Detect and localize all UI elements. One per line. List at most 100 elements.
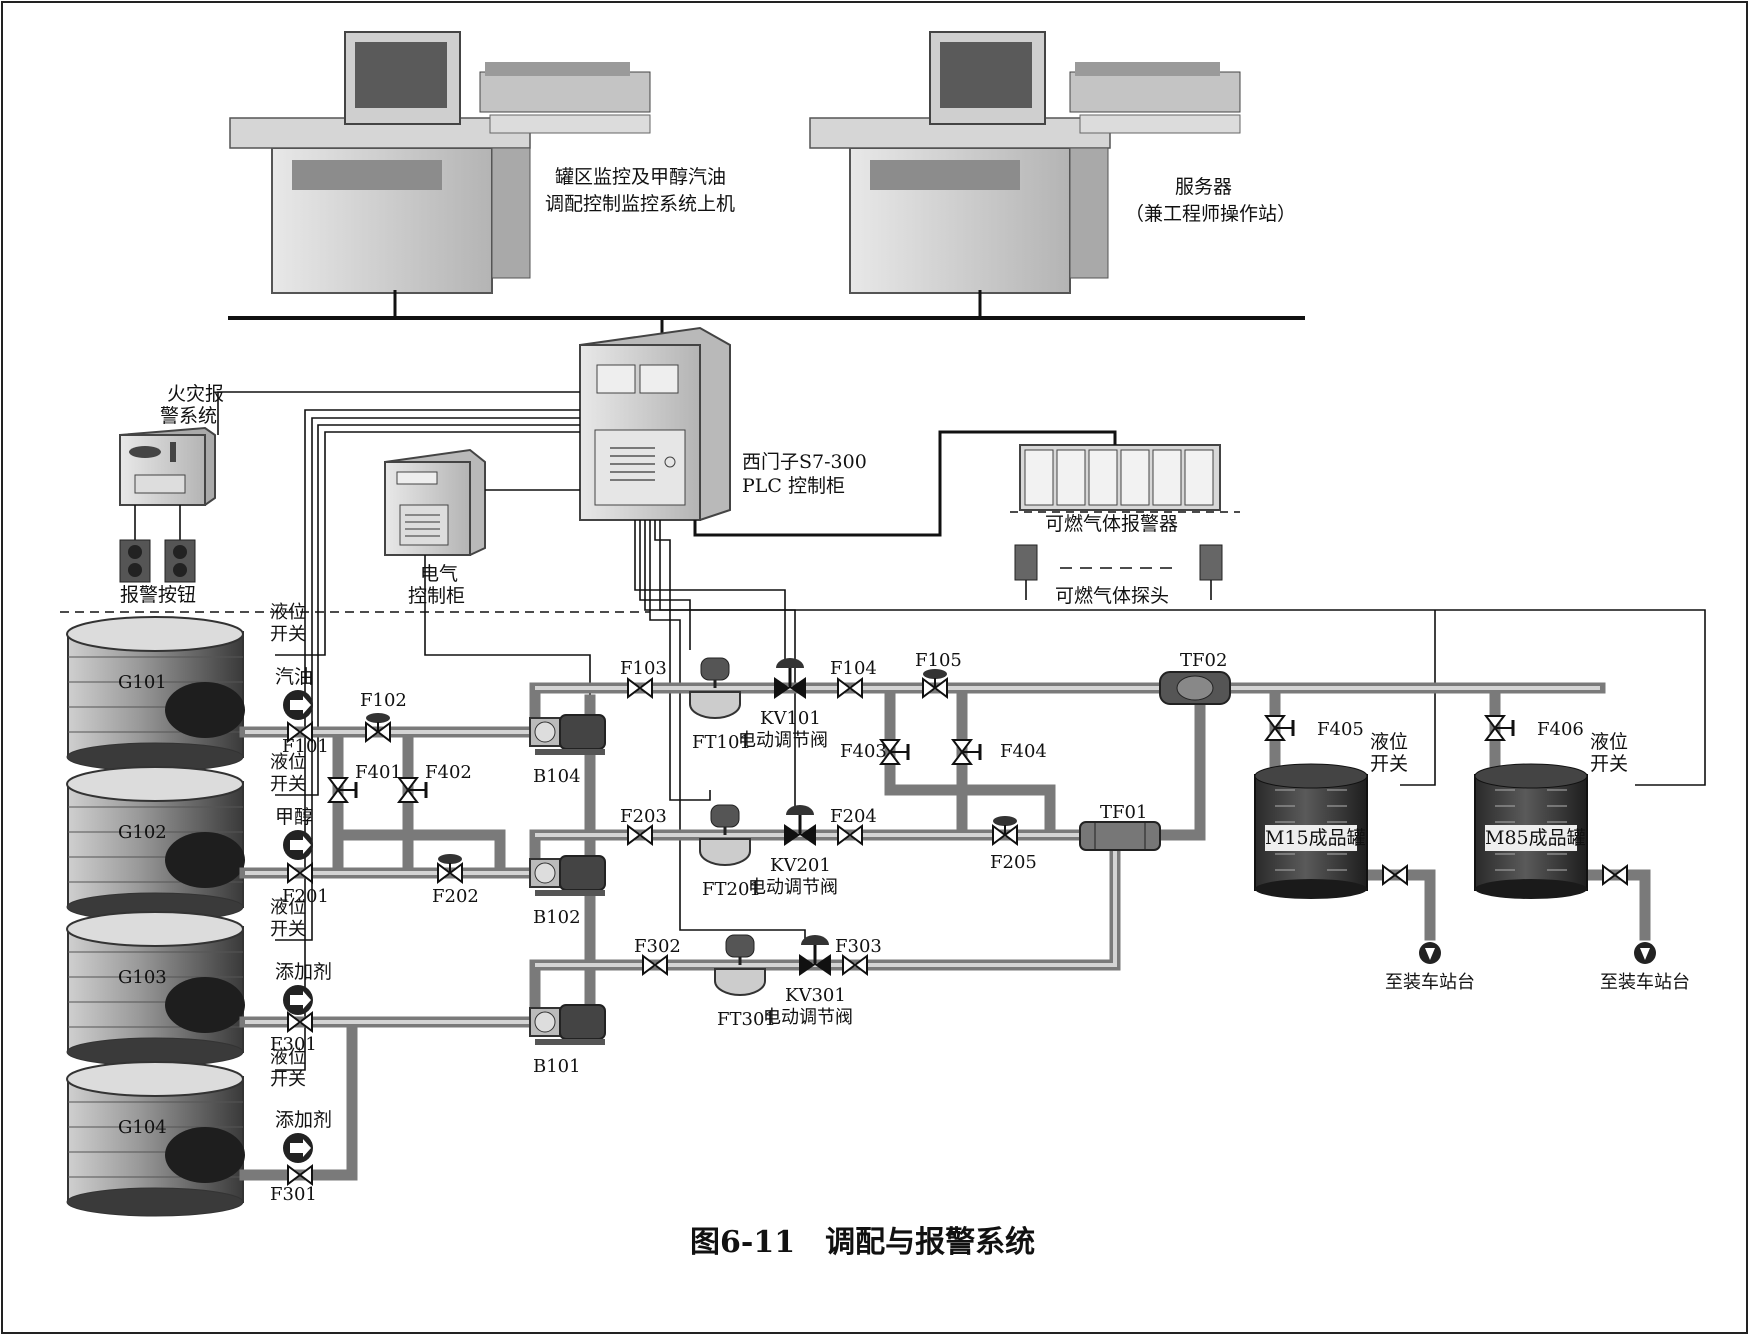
product-tank-1	[1254, 763, 1368, 899]
filter-TF02	[1159, 671, 1231, 705]
tank-material-label: 汽油	[275, 666, 313, 688]
hand-valve-F201	[287, 862, 313, 884]
hand-valve-label: F102	[360, 690, 407, 711]
flowmeter-FT201	[699, 804, 751, 866]
hand-valve-label: F104	[830, 658, 877, 679]
hand-valve-F405	[1264, 715, 1295, 741]
electric-label-line1: 电气	[420, 563, 458, 585]
host-computer-console	[229, 31, 651, 294]
level-switch-label-1: 液位	[270, 602, 306, 623]
hand-valve-label: F103	[620, 658, 667, 679]
hand-valve-F402	[397, 777, 428, 803]
flowmeter-label: FT201	[702, 879, 761, 900]
pump-B104	[529, 714, 606, 755]
fire-label-line2: 警系统	[160, 405, 217, 427]
level-switch-label-1: 液位	[270, 897, 306, 918]
hand-valve-F102	[365, 713, 391, 743]
hand-valve-label: F302	[634, 936, 681, 957]
level-switch-label-2: 开关	[270, 624, 306, 645]
hand-valve-F101	[287, 721, 313, 743]
tank-id-label: G102	[118, 822, 167, 843]
hand-valve-label: F403	[840, 741, 887, 762]
control-valve-type-label: 电动调节阀	[748, 877, 838, 898]
hand-valve-F103	[627, 677, 653, 699]
hand-valve-label: F404	[1000, 741, 1047, 762]
control-valve-type-label: 电动调节阀	[763, 1007, 853, 1028]
flow-direction-icon	[283, 830, 313, 860]
hand-valve-F104	[837, 677, 863, 699]
server-computer-console	[809, 31, 1241, 294]
host-label-line1: 罐区监控及甲醇汽油	[555, 166, 726, 188]
flowmeter-label: FT101	[692, 732, 751, 753]
product-tank-label: M85成品罐	[1485, 827, 1586, 849]
hand-valve-F302	[642, 954, 668, 976]
level-switch-label-2: 开关	[270, 1069, 306, 1090]
control-valve-label: KV301	[785, 985, 846, 1006]
hand-valve-label: F203	[620, 806, 667, 827]
hand-valve-F303	[842, 954, 868, 976]
control-valve-label: KV101	[760, 708, 821, 729]
hand-valve-label: F205	[990, 852, 1037, 873]
hand-valve-label: F201	[282, 886, 329, 907]
outlet-valve	[1602, 864, 1628, 886]
hand-valve-label: F301	[270, 1034, 317, 1055]
loading-station-arrow-icon	[1634, 942, 1656, 964]
product-level-label-2: 开关	[1370, 753, 1408, 775]
hand-valve-label: F401	[355, 762, 402, 783]
hand-valve-label: F402	[425, 762, 472, 783]
flow-direction-icon	[283, 690, 313, 720]
pump-B102	[529, 855, 606, 896]
electric-cabinet	[384, 448, 486, 556]
product-level-label-1: 液位	[1590, 731, 1628, 753]
plc-cabinet	[579, 326, 731, 521]
product-level-label-2: 开关	[1590, 753, 1628, 775]
hand-valve-label: F202	[432, 886, 479, 907]
hand-valve-label: F101	[282, 736, 329, 757]
product-level-label-1: 液位	[1370, 731, 1408, 753]
hand-valve-F203	[627, 824, 653, 846]
tank-id-label: G103	[118, 967, 167, 988]
storage-tank-G103: G103	[66, 911, 245, 1067]
fire-label-line1: 火灾报	[167, 383, 224, 405]
hand-valve-F406	[1484, 715, 1515, 741]
filter-TF01	[1079, 821, 1161, 851]
hand-valve-F401	[327, 777, 358, 803]
hand-valve-F204	[837, 824, 863, 846]
server-label-line1: 服务器	[1175, 176, 1232, 198]
gas-probe-left	[1014, 544, 1038, 600]
level-switch-label-1: 液位	[270, 752, 306, 773]
product-tank-label: M15成品罐	[1265, 827, 1366, 849]
storage-tank-G102: G102	[66, 766, 245, 922]
server-label-line2: （兼工程师操作站）	[1125, 203, 1296, 225]
plc-label-line1: 西门子S7-300	[742, 451, 867, 473]
host-label-line2: 调配控制监控系统上机	[545, 193, 735, 215]
pump-label: B104	[533, 766, 581, 787]
filter-TF02-label: TF02	[1180, 650, 1227, 671]
product-tank-2	[1474, 763, 1588, 899]
flow-direction-icon	[283, 985, 313, 1015]
gas-probe-right	[1199, 544, 1223, 600]
pump-B101	[529, 1004, 606, 1045]
electric-label-line2: 控制柜	[408, 585, 465, 607]
control-valve-KV301	[799, 935, 831, 976]
alarm-button-right	[164, 539, 196, 583]
product-inlet-valve-label: F406	[1537, 719, 1584, 740]
control-valve-KV201	[784, 805, 816, 846]
flowmeter-FT101	[689, 657, 741, 719]
pump-label: B102	[533, 907, 581, 928]
gas-alarm-rack	[1019, 444, 1221, 511]
outlet-valve	[1382, 864, 1408, 886]
tank-material-label: 添加剂	[275, 961, 332, 983]
storage-tank-G101: G101	[66, 616, 245, 772]
figure-caption: 图6-11 调配与报警系统	[690, 1225, 1035, 1260]
control-valve-KV101	[774, 658, 806, 699]
tank-material-label: 添加剂	[275, 1109, 332, 1131]
control-valve-type-label: 电动调节阀	[738, 730, 828, 751]
storage-tank-G104: G104	[66, 1061, 245, 1217]
hand-valve-label: F303	[835, 936, 882, 957]
hand-valve-label: F105	[915, 650, 962, 671]
hand-valve-F202	[437, 854, 463, 884]
tank-id-label: G104	[118, 1117, 167, 1138]
